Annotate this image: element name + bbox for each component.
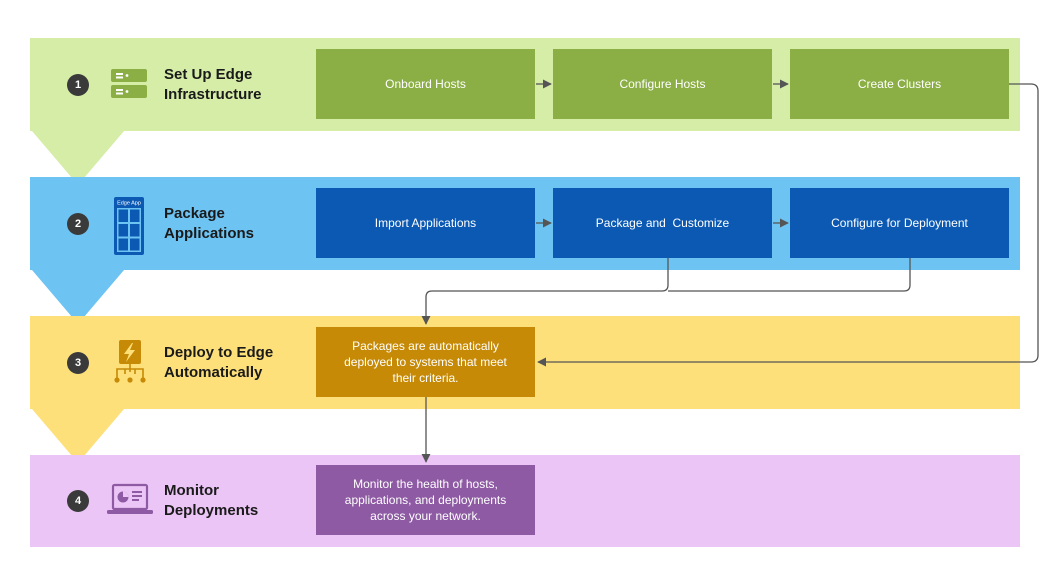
stage-1-pointer bbox=[32, 131, 124, 185]
stage-4-number: 4 bbox=[67, 490, 89, 512]
stage-2-number: 2 bbox=[67, 213, 89, 235]
laptop-dashboard-icon bbox=[107, 483, 153, 522]
stage-2-pointer bbox=[32, 270, 124, 324]
stage-2-title: Package Applications bbox=[164, 205, 255, 242]
stage-4-title: Monitor Deployments bbox=[164, 482, 259, 519]
step-create-clusters: Create Clusters bbox=[790, 49, 1009, 119]
edge-app-grid-icon: Edge App bbox=[114, 197, 144, 260]
stage-3-pointer bbox=[32, 409, 124, 463]
step-configure-hosts: Configure Hosts bbox=[553, 49, 772, 119]
stage-1-number: 1 bbox=[67, 74, 89, 96]
lightning-network-icon bbox=[113, 338, 147, 389]
step-configure-for-deployment: Configure for Deployment bbox=[790, 188, 1009, 258]
step-monitor-health: Monitor the health of hosts, application… bbox=[316, 465, 535, 535]
stage-1-title: Set Up Edge Infrastructure bbox=[164, 66, 262, 103]
step-import-applications: Import Applications bbox=[316, 188, 535, 258]
step-onboard-hosts: Onboard Hosts bbox=[316, 49, 535, 119]
step-package-and-customize: Package and Customize bbox=[553, 188, 772, 258]
stage-3-title: Deploy to Edge Automatically bbox=[164, 344, 274, 381]
server-rack-icon bbox=[111, 68, 147, 105]
stage-3-number: 3 bbox=[67, 352, 89, 374]
step-automatic-deployment: Packages are automatically deployed to s… bbox=[316, 327, 535, 397]
edge-app-icon-label: Edge App bbox=[117, 201, 141, 207]
